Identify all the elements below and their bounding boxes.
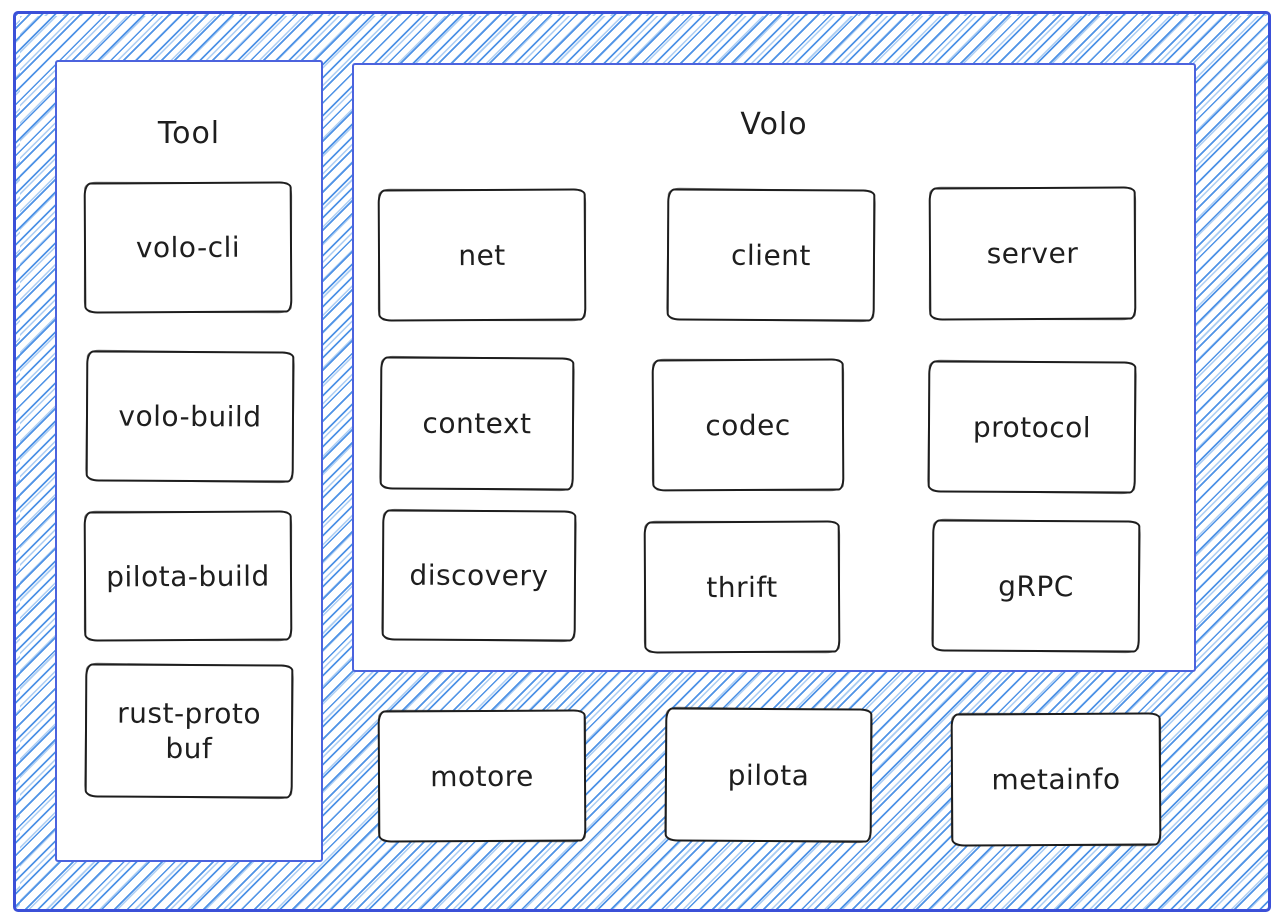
box-pilota-build: pilota-build (83, 510, 293, 642)
box-thrift: thrift (643, 520, 841, 654)
box-thrift-label: thrift (706, 570, 778, 604)
box-volo-build: volo-build (85, 350, 295, 483)
box-rust-protobuf: rust-protobuf (84, 663, 294, 799)
outer-frame: Tool volo-cli volo-build pilota-build ru… (13, 11, 1271, 912)
box-volo-cli-label: volo-cli (135, 230, 241, 265)
box-codec: codec (651, 358, 845, 492)
tool-panel: Tool volo-cli volo-build pilota-build ru… (55, 60, 323, 862)
box-grpc-label: gRPC (998, 569, 1074, 603)
box-server-label: server (986, 236, 1079, 271)
box-metainfo-label: metainfo (991, 762, 1121, 797)
box-codec-label: codec (705, 408, 791, 442)
box-metainfo: metainfo (950, 712, 1162, 847)
box-client: client (666, 188, 876, 322)
volo-panel: Volo net client server context codec pro… (352, 63, 1196, 672)
box-grpc: gRPC (931, 519, 1141, 653)
box-context: context (379, 356, 575, 491)
box-pilota-label: pilota (727, 758, 810, 792)
box-discovery-label: discovery (409, 558, 549, 593)
box-volo-cli: volo-cli (83, 181, 293, 314)
box-discovery: discovery (381, 509, 577, 642)
box-rust-protobuf-label: rust-protobuf (117, 696, 262, 766)
box-server: server (928, 186, 1137, 321)
box-protocol-label: protocol (972, 410, 1092, 444)
box-net-label: net (458, 238, 506, 272)
volo-panel-title: Volo (740, 107, 808, 142)
box-client-label: client (730, 238, 812, 272)
box-pilota-build-label: pilota-build (106, 559, 270, 593)
box-pilota: pilota (664, 707, 873, 843)
box-motore: motore (377, 709, 587, 843)
tool-panel-title: Tool (157, 116, 221, 151)
box-context-label: context (422, 406, 532, 441)
box-motore-label: motore (430, 759, 534, 793)
box-volo-build-label: volo-build (118, 399, 262, 434)
box-protocol: protocol (927, 360, 1137, 494)
box-net: net (377, 188, 587, 322)
